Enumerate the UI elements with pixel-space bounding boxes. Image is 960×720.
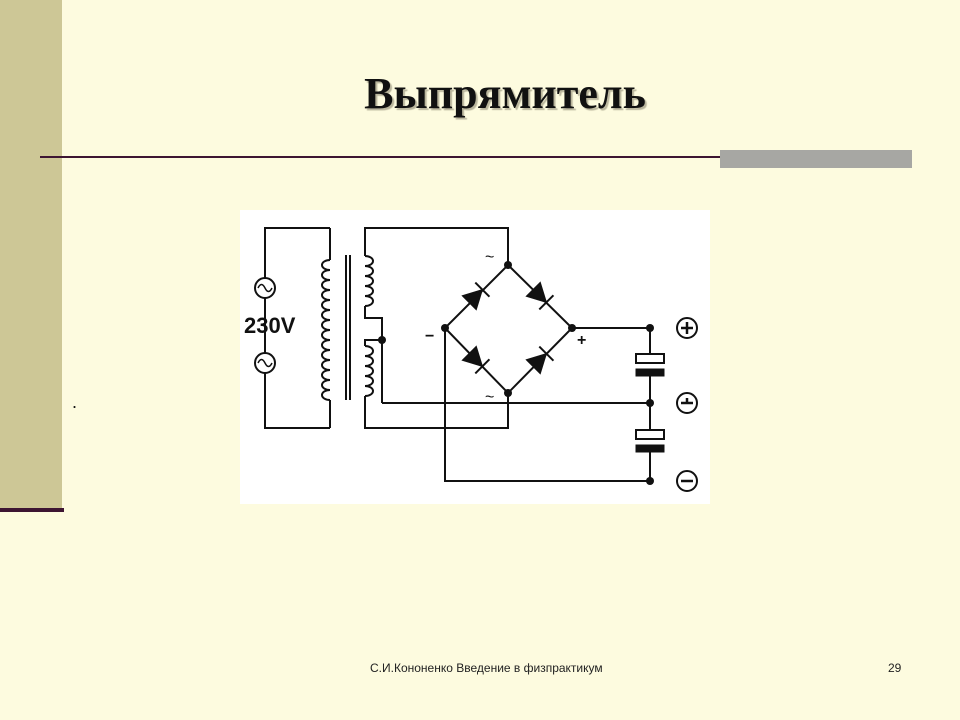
page-number: 29 <box>888 661 902 675</box>
negative-output-wire <box>444 328 650 482</box>
bridge-plus-label: + <box>577 332 586 349</box>
diode-upper-right <box>525 281 555 311</box>
ac-symbol-bottom: ~ <box>485 389 494 406</box>
junction-dot <box>568 324 576 332</box>
footer-text: С.И.Кононенко Введение в физпрактикум <box>370 661 603 675</box>
secondary-upper-bottom-wire <box>364 306 383 403</box>
capacitor-upper-plate-bottom <box>635 368 665 377</box>
secondary-coil-lower <box>364 345 374 397</box>
ac-symbol-top: ~ <box>485 249 494 266</box>
secondary-lower-bottom-wire <box>364 393 509 429</box>
diode-lower-left <box>461 345 491 375</box>
slide-title: Выпрямитель <box>364 69 646 118</box>
secondary-coil-upper <box>364 255 374 307</box>
junction-dot <box>441 324 449 332</box>
diode-upper-left <box>461 281 491 311</box>
junction-dot <box>378 336 386 344</box>
side-bar <box>0 0 62 510</box>
title-rule-accent <box>720 150 912 168</box>
junction-dot <box>504 261 512 269</box>
bridge-minus-label: − <box>425 328 434 345</box>
diode-lower-right <box>525 345 555 375</box>
secondary-lower-top-wire <box>364 339 382 346</box>
side-bar-edge <box>0 508 64 512</box>
junction-dot <box>504 389 512 397</box>
ac-wave-top <box>257 283 273 293</box>
ac-wave-bottom <box>257 358 273 368</box>
junction-dot <box>646 324 654 332</box>
voltage-label: 230V <box>244 313 296 338</box>
rectifier-circuit-diagram: 230V ~ ~ + − <box>244 227 698 492</box>
secondary-top-wire <box>364 227 509 265</box>
bullet-text: . <box>72 392 78 412</box>
capacitor-lower-plate-top <box>635 429 665 440</box>
rectifier-circuit-figure: 230V ~ ~ + − <box>240 210 710 504</box>
primary-coil <box>321 259 331 401</box>
bridge-rectifier <box>443 263 574 395</box>
primary-wire <box>264 227 330 429</box>
junction-dot <box>646 477 654 485</box>
capacitor-lower-plate-bottom <box>635 444 665 453</box>
capacitor-upper-plate-top <box>635 353 665 364</box>
junction-dot <box>646 399 654 407</box>
title-rule <box>40 156 912 158</box>
